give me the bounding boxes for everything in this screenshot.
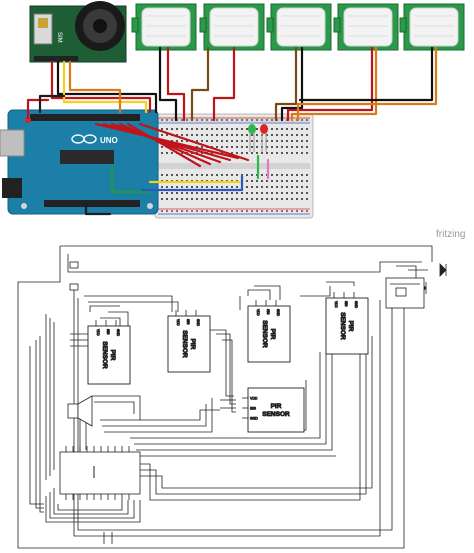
breadboard-view: UNO SIM [0,1,465,240]
pin-label: VDD [250,397,258,401]
pir-label-line2: SENSOR [181,330,188,358]
led-red [260,124,268,152]
pin-label: GND [276,309,280,317]
pir-sensor-module [399,3,465,51]
pir-label-line1: PIR [269,329,276,340]
schematic-wires [17,245,433,549]
speaker-schematic-icon [67,395,93,427]
pin-label: VDD [334,301,338,308]
pir-label-line2: SENSOR [101,341,108,369]
arduino-uno-board: UNO [0,109,159,215]
pin-label: VDD [256,309,260,316]
pin-label: GND [196,319,200,327]
fritzing-watermark: fritzing [436,229,465,240]
pir-sensor-module [199,3,265,51]
sim-label: SIM [56,32,62,43]
wiring [26,46,438,216]
pin-label: GND [354,301,358,309]
pin-label: VDD [96,329,100,336]
arduino-uno-label: UNO [100,136,118,145]
pir-label-line1: PIR [109,350,116,361]
pir-label-line1: PIR [271,403,282,410]
mcu-pins [65,446,130,500]
pir-label-line1: PIR [189,339,196,350]
pin-label: GND [250,417,258,421]
arduino-infinity-logo [71,134,97,144]
pir-label-line1: PIR [347,321,354,332]
pir-label-line2: SENSOR [262,411,290,418]
gsm-module: SIM [29,1,127,63]
pin-label: GND [116,329,120,337]
pir-sensor-module [131,3,197,51]
pin-label: SIG [266,309,270,315]
pin-label: SIG [250,407,256,411]
pin-label: SIG [344,301,348,307]
pin-label: SIG [186,319,190,325]
pin-label: SIG [106,329,110,335]
arduino-schematic-chip [59,446,141,500]
pir-label-line2: SENSOR [339,312,346,340]
speaker-icon [75,1,125,51]
gsm-schematic-block [385,277,425,309]
pir-label-line2: SENSOR [261,320,268,348]
breadboard [154,113,314,219]
pir-sensor-module [266,3,332,51]
led-green [248,124,256,152]
pir-sensor-module [333,3,399,51]
pin-label: VDD [176,319,180,326]
pir-sensor-row [131,3,465,51]
